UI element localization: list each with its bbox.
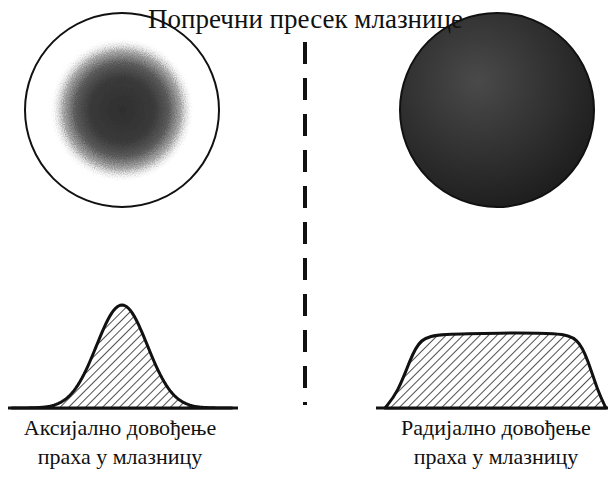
flat-top-profile [385, 333, 606, 408]
powder-cloud-axial [50, 38, 194, 182]
divider-line [303, 42, 307, 405]
caption-text: Аксијално довођење праха у млазницу [7, 414, 233, 471]
nozzle-section-right [400, 13, 594, 207]
figure-title: Попречни пресек млазнице [5, 2, 606, 37]
caption-text: Радијално довођење праха у млазницу [385, 414, 607, 471]
gaussian-profile [12, 305, 232, 408]
nozzle-section-left [25, 13, 219, 207]
